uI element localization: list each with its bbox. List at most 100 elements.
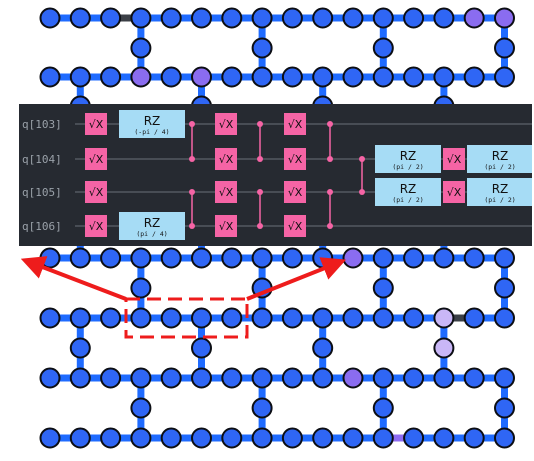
sx-gate: √X <box>443 148 465 170</box>
qubit-node <box>494 37 515 59</box>
svg-text:√X: √X <box>89 153 104 166</box>
qubit-node <box>433 367 455 389</box>
qubit-node <box>100 7 122 29</box>
qubit-node <box>251 37 273 59</box>
qubit-label: q[105] <box>22 186 62 199</box>
qubit-node <box>463 66 485 88</box>
svg-text:√X: √X <box>89 186 104 199</box>
sx-gate: √X <box>284 113 306 135</box>
highlight-box <box>124 297 249 339</box>
qubit-node <box>433 427 455 449</box>
qubit-node <box>100 427 122 449</box>
sx-gate: √X <box>443 181 465 203</box>
qubit-node <box>403 247 425 269</box>
qubit-node <box>39 7 61 29</box>
qubit-node <box>160 247 182 269</box>
qubit-node <box>312 427 334 449</box>
arrow-left <box>20 256 127 301</box>
qubit-label: q[106] <box>22 220 62 233</box>
qubit-node <box>191 66 212 88</box>
qubit-node <box>372 277 394 299</box>
qubit-node <box>312 337 334 359</box>
qubit-node <box>69 427 91 449</box>
svg-text:√X: √X <box>219 186 234 199</box>
qubit-node <box>130 247 152 269</box>
rz-gate: RZ(pi / 2) <box>467 145 532 173</box>
qubit-node <box>403 7 425 29</box>
svg-text:√X: √X <box>288 186 303 199</box>
svg-text:√X: √X <box>447 153 462 166</box>
qubit-node <box>221 7 243 29</box>
qubit-node <box>494 427 515 449</box>
qubit-node <box>160 427 182 449</box>
svg-text:RZ: RZ <box>492 149 509 163</box>
sx-gate: √X <box>85 148 107 170</box>
qubit-node <box>191 367 212 389</box>
qubit-node <box>494 66 515 88</box>
qubit-node <box>100 367 122 389</box>
circuit-diagram: q[103]q[104]q[105]q[106] √X√X√X√XRZ(-pi … <box>22 110 532 240</box>
qubit-node <box>69 367 91 389</box>
qubit-node <box>403 307 425 329</box>
qubit-node <box>312 367 334 389</box>
qubit-node <box>494 307 515 329</box>
sx-gate: √X <box>284 148 306 170</box>
svg-text:√X: √X <box>89 118 104 131</box>
qubit-node <box>251 397 273 419</box>
qubit-node <box>403 66 425 88</box>
qubit-node <box>372 7 394 29</box>
qubit-node <box>100 66 122 88</box>
cz-gate <box>189 189 195 229</box>
qubit-node <box>433 66 455 88</box>
qubit-node <box>494 247 515 269</box>
qubit-node <box>130 66 152 88</box>
qubit-node <box>191 307 212 329</box>
svg-text:√X: √X <box>219 118 234 131</box>
qubit-node <box>221 247 243 269</box>
qubit-node <box>281 427 303 449</box>
qubit-node <box>312 307 334 329</box>
qubit-node <box>160 7 182 29</box>
qubit-node <box>160 66 182 88</box>
qubit-node <box>100 247 122 269</box>
svg-text:√X: √X <box>219 153 234 166</box>
cz-gate <box>189 121 195 162</box>
qubit-node <box>463 7 485 29</box>
svg-text:(pi / 2): (pi / 2) <box>484 196 515 204</box>
qubit-node <box>342 427 364 449</box>
qubit-node <box>372 307 394 329</box>
arrow-right <box>246 257 347 301</box>
rz-gate: RZ(pi / 2) <box>375 178 441 206</box>
qubit-node <box>251 367 273 389</box>
qubit-node <box>433 247 455 269</box>
cz-gate <box>359 156 365 195</box>
qubit-node <box>281 66 303 88</box>
qubit-node <box>281 7 303 29</box>
qubit-node <box>221 307 243 329</box>
qubit-node <box>342 7 364 29</box>
sx-gate: √X <box>85 181 107 203</box>
qubit-node <box>39 367 61 389</box>
qubit-node <box>312 66 334 88</box>
qubit-node <box>191 337 212 359</box>
qubit-node <box>463 427 485 449</box>
qubit-node <box>221 66 243 88</box>
qubit-node <box>130 307 152 329</box>
qubit-node <box>191 427 212 449</box>
qubit-node <box>463 247 485 269</box>
qubit-node <box>39 66 61 88</box>
qubit-node <box>372 66 394 88</box>
svg-text:√X: √X <box>288 118 303 131</box>
sx-gate: √X <box>215 148 237 170</box>
svg-text:(-pi / 4): (-pi / 4) <box>134 128 169 136</box>
svg-text:√X: √X <box>288 153 303 166</box>
qubit-node <box>372 247 394 269</box>
qubit-node <box>372 367 394 389</box>
qubit-label: q[103] <box>22 118 62 131</box>
qubit-node <box>130 7 152 29</box>
rz-gate: RZ(-pi / 4) <box>119 110 185 138</box>
sx-gate: √X <box>284 215 306 237</box>
qubit-node <box>494 367 515 389</box>
qubit-node <box>342 247 364 269</box>
